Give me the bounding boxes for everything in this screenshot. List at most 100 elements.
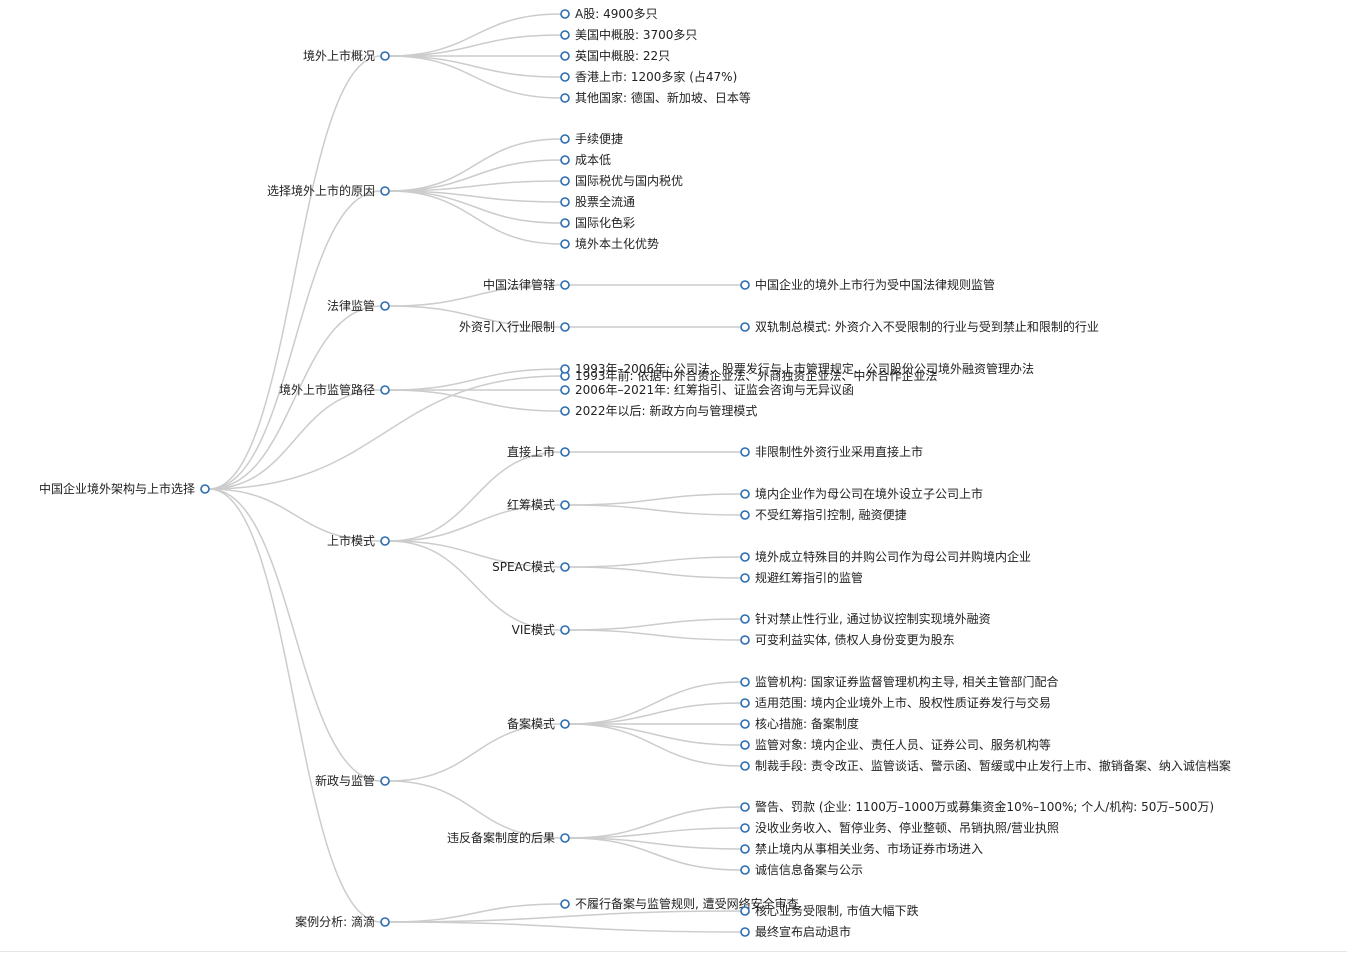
node-toggle-circle[interactable]: [740, 552, 750, 562]
node-toggle-circle[interactable]: [560, 385, 570, 395]
node-1-2[interactable]: 国际税优与国内税优: [560, 174, 683, 188]
node-4-0[interactable]: 1993年–2006年: 公司法、股票发行与上市管理规定、公司股份公司境外融资管…: [560, 361, 1034, 376]
node-toggle-circle[interactable]: [560, 197, 570, 207]
node-toggle-circle[interactable]: [560, 719, 570, 729]
node-toggle-circle[interactable]: [560, 218, 570, 228]
node-root[interactable]: 中国企业境外架构与上市选择: [39, 481, 210, 496]
node-6-0-3[interactable]: 监管对象: 境内企业、责任人员、证券公司、服务机构等: [740, 737, 1051, 752]
node-toggle-circle[interactable]: [560, 134, 570, 144]
node-toggle-circle[interactable]: [560, 406, 570, 416]
node-5-3-0[interactable]: 针对禁止性行业, 通过协议控制实现境外融资: [740, 611, 991, 626]
node-6-1[interactable]: 违反备案制度的后果: [447, 830, 570, 845]
node-6-0-2[interactable]: 核心措施: 备案制度: [740, 716, 859, 731]
node-toggle-circle[interactable]: [560, 280, 570, 290]
node-toggle-circle[interactable]: [380, 917, 390, 927]
node-1-0[interactable]: 手续便捷: [560, 132, 623, 146]
node-1[interactable]: 选择境外上市的原因: [267, 183, 390, 198]
node-toggle-circle[interactable]: [740, 573, 750, 583]
node-0-4[interactable]: 其他国家: 德国、新加坡、日本等: [560, 90, 751, 105]
node-6-1-1[interactable]: 没收业务收入、暂停业务、停业整顿、吊销执照/营业执照: [740, 820, 1059, 835]
node-5-1-0[interactable]: 境内企业作为母公司在境外设立子公司上市: [740, 486, 983, 501]
node-toggle-circle[interactable]: [560, 562, 570, 572]
node-toggle-circle[interactable]: [560, 51, 570, 61]
node-5-1[interactable]: 红筹模式: [507, 497, 570, 512]
node-2-1[interactable]: 外资引入行业限制: [459, 320, 570, 334]
node-6-1-2[interactable]: 禁止境内从事相关业务、市场证券市场进入: [740, 841, 983, 856]
node-6-0-0[interactable]: 监管机构: 国家证券监督管理机构主导, 相关主管部门配合: [740, 674, 1059, 689]
node-toggle-circle[interactable]: [560, 9, 570, 19]
node-7-2[interactable]: 最终宣布启动退市: [740, 924, 851, 939]
node-toggle-circle[interactable]: [740, 906, 750, 916]
node-1-5[interactable]: 境外本土化优势: [560, 236, 659, 251]
node-5-0-0[interactable]: 非限制性外资行业采用直接上市: [740, 444, 923, 459]
node-6-1-3[interactable]: 诚信信息备案与公示: [740, 862, 863, 877]
node-2-0[interactable]: 中国法律管辖: [483, 277, 570, 292]
node-toggle-circle[interactable]: [740, 510, 750, 520]
node-0-1[interactable]: 美国中概股: 3700多只: [560, 27, 697, 42]
node-toggle-circle[interactable]: [380, 51, 390, 61]
node-toggle-circle[interactable]: [740, 802, 750, 812]
node-toggle-circle[interactable]: [380, 186, 390, 196]
node-5-1-1[interactable]: 不受红筹指引控制, 融资便捷: [740, 507, 907, 522]
node-toggle-circle[interactable]: [740, 280, 750, 290]
node-0-0[interactable]: A股: 4900多只: [560, 7, 658, 21]
node-2-1-0[interactable]: 双轨制总模式: 外资介入不受限制的行业与受到禁止和限制的行业: [740, 319, 1099, 334]
node-toggle-circle[interactable]: [560, 30, 570, 40]
node-6-0-4[interactable]: 制裁手段: 责令改正、监管谈话、警示函、暂缓或中止发行上市、撤销备案、纳入诚信档…: [740, 758, 1231, 773]
node-toggle-circle[interactable]: [560, 176, 570, 186]
node-toggle-circle[interactable]: [740, 614, 750, 624]
node-toggle-circle[interactable]: [560, 899, 570, 909]
node-2[interactable]: 法律监管: [327, 298, 390, 313]
node-6-0-1[interactable]: 适用范围: 境内企业境外上市、股权性质证券发行与交易: [740, 695, 1051, 710]
node-6-0[interactable]: 备案模式: [507, 716, 570, 731]
node-1-4[interactable]: 国际化色彩: [560, 216, 635, 230]
node-toggle-circle[interactable]: [740, 698, 750, 708]
node-6[interactable]: 新政与监管: [315, 773, 390, 788]
node-toggle-circle[interactable]: [560, 72, 570, 82]
node-toggle-circle[interactable]: [380, 301, 390, 311]
node-toggle-circle[interactable]: [740, 635, 750, 645]
node-2-0-0[interactable]: 中国企业的境外上市行为受中国法律规则监管: [740, 277, 995, 292]
node-toggle-circle[interactable]: [560, 239, 570, 249]
node-toggle-circle[interactable]: [560, 625, 570, 635]
node-toggle-circle[interactable]: [560, 500, 570, 510]
node-toggle-circle[interactable]: [380, 776, 390, 786]
node-toggle-circle[interactable]: [560, 93, 570, 103]
node-toggle-circle[interactable]: [560, 364, 570, 374]
node-4[interactable]: 境外上市监管路径: [279, 382, 390, 397]
node-toggle-circle[interactable]: [740, 719, 750, 729]
node-toggle-circle[interactable]: [740, 844, 750, 854]
node-toggle-circle[interactable]: [560, 155, 570, 165]
node-toggle-circle[interactable]: [740, 823, 750, 833]
node-6-1-0[interactable]: 警告、罚款 (企业: 1100万–1000万或募集资金10%–100%; 个人/…: [740, 799, 1214, 814]
node-toggle-circle[interactable]: [560, 833, 570, 843]
node-toggle-circle[interactable]: [200, 484, 210, 494]
node-5-2-1[interactable]: 规避红筹指引的监管: [740, 570, 863, 585]
node-7[interactable]: 案例分析: 滴滴: [295, 914, 390, 929]
node-toggle-circle[interactable]: [740, 761, 750, 771]
node-0-2[interactable]: 英国中概股: 22只: [560, 48, 670, 63]
node-toggle-circle[interactable]: [740, 489, 750, 499]
node-1-1[interactable]: 成本低: [560, 153, 611, 167]
node-4-1[interactable]: 2006年–2021年: 红筹指引、证监会咨询与无异议函: [560, 382, 854, 397]
node-toggle-circle[interactable]: [740, 927, 750, 937]
node-5-0[interactable]: 直接上市: [507, 444, 570, 459]
node-1-3[interactable]: 股票全流通: [560, 194, 635, 209]
node-toggle-circle[interactable]: [380, 385, 390, 395]
node-5[interactable]: 上市模式: [327, 533, 390, 548]
node-toggle-circle[interactable]: [560, 322, 570, 332]
node-5-3-1[interactable]: 可变利益实体, 债权人身份变更为股东: [740, 632, 955, 647]
node-0-3[interactable]: 香港上市: 1200多家 (占47%): [560, 69, 737, 84]
node-toggle-circle[interactable]: [560, 447, 570, 457]
node-0[interactable]: 境外上市概况: [303, 48, 390, 63]
node-5-2[interactable]: SPEAC模式: [492, 560, 570, 574]
node-toggle-circle[interactable]: [740, 447, 750, 457]
node-toggle-circle[interactable]: [740, 865, 750, 875]
node-5-2-0[interactable]: 境外成立特殊目的并购公司作为母公司并购境内企业: [740, 549, 1031, 564]
node-toggle-circle[interactable]: [740, 322, 750, 332]
node-5-3[interactable]: VIE模式: [512, 623, 570, 637]
node-7-1[interactable]: 核心业务受限制, 市值大幅下跌: [740, 903, 919, 918]
node-toggle-circle[interactable]: [380, 536, 390, 546]
node-toggle-circle[interactable]: [740, 740, 750, 750]
node-toggle-circle[interactable]: [740, 677, 750, 687]
